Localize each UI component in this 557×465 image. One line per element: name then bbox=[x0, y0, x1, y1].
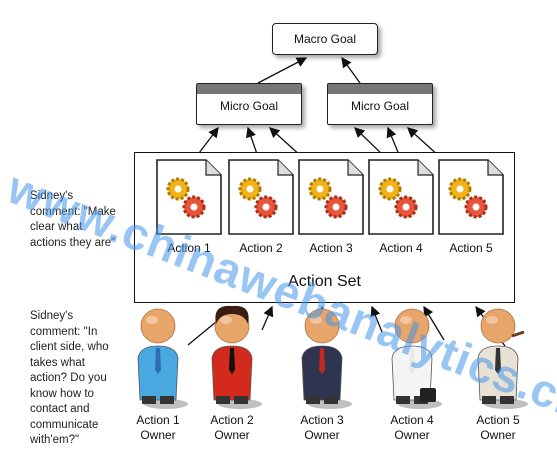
owner-figure-2 bbox=[200, 300, 264, 410]
owner-figure-5 bbox=[466, 300, 530, 410]
arrow-micro1-to-macro bbox=[257, 57, 308, 84]
macro-goal-label: Macro Goal bbox=[293, 32, 357, 46]
action-doc-icon bbox=[154, 157, 224, 237]
owner-figure-3 bbox=[290, 300, 354, 410]
arrow-owner4 bbox=[370, 305, 383, 333]
arrow-owner4b bbox=[423, 305, 445, 341]
gear-icon bbox=[308, 177, 332, 201]
macro-goal-box: Macro Goal bbox=[272, 23, 378, 55]
action-label-3: Action 3 bbox=[309, 241, 353, 255]
action-label-1: Action 1 bbox=[167, 241, 211, 255]
sidney-comment-1: Sidney's comment: "Make clear what actio… bbox=[30, 190, 116, 249]
gear-icon bbox=[166, 177, 190, 201]
action-doc-icon bbox=[436, 157, 506, 237]
gear-icon bbox=[182, 195, 206, 219]
gear-icon bbox=[324, 195, 348, 219]
micro-goal-box-1: Micro Goal bbox=[196, 83, 302, 125]
action-label-2: Action 2 bbox=[239, 241, 283, 255]
gear-icon bbox=[378, 177, 402, 201]
owner-figure-1 bbox=[126, 300, 190, 410]
arrow-micro2-to-macro bbox=[341, 56, 361, 84]
gear-icon bbox=[238, 177, 262, 201]
micro-goal-box-2: Micro Goal bbox=[327, 83, 433, 125]
action-doc-icon bbox=[226, 157, 296, 237]
gear-icon bbox=[394, 195, 418, 219]
micro-goal-label-1: Micro Goal bbox=[219, 99, 278, 113]
gear-icon bbox=[464, 195, 488, 219]
gear-icon bbox=[448, 177, 472, 201]
micro-goal-header-bar bbox=[328, 84, 432, 94]
action-label-5: Action 5 bbox=[449, 241, 493, 255]
action-doc-icon bbox=[296, 157, 366, 237]
action-label-4: Action 4 bbox=[379, 241, 423, 255]
arrow-owner1b bbox=[261, 305, 274, 331]
action-doc-icon bbox=[366, 157, 436, 237]
micro-goal-label-2: Micro Goal bbox=[350, 99, 409, 113]
micro-goal-header-bar bbox=[197, 84, 301, 94]
action-set-label: Action Set bbox=[288, 273, 361, 290]
gear-icon bbox=[254, 195, 278, 219]
sidney-comment-2: Sidney's comment: "In client side, who t… bbox=[30, 310, 109, 446]
owner-figure-4 bbox=[380, 300, 444, 410]
